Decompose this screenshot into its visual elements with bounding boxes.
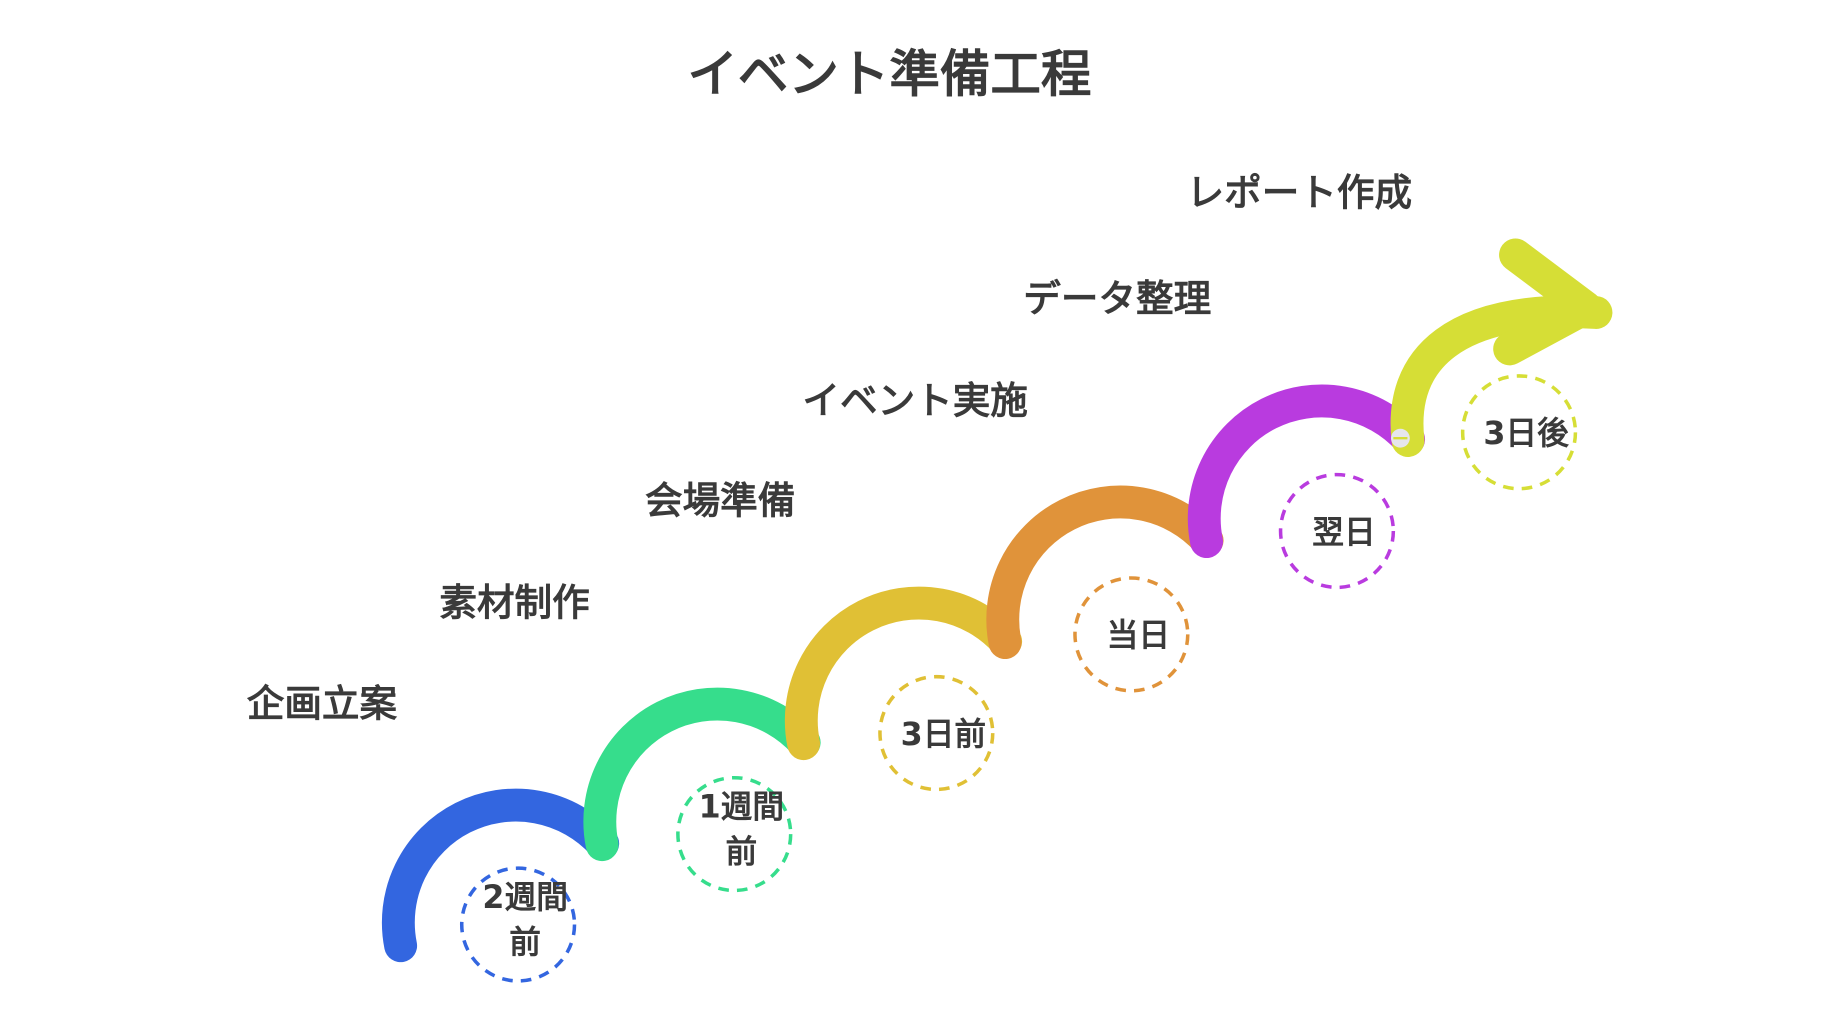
timing-label: 翌日 [1312, 515, 1375, 551]
step-6 [1390, 238, 1613, 491]
timing-circle [676, 775, 793, 893]
step-label: データ整理 [1023, 276, 1211, 320]
timing-circle [1278, 472, 1396, 590]
step-arc [381, 788, 620, 963]
arrow-head-icon [1493, 238, 1603, 366]
timing-label: 1週間 [699, 790, 784, 826]
timing-label: 3日前 [901, 717, 986, 753]
timing-circle [459, 866, 577, 983]
timing-circle [1460, 374, 1578, 491]
step-label: 素材制作 [439, 581, 589, 625]
timing-label: 2週間 [482, 880, 567, 916]
step-arc [583, 687, 821, 862]
timing-label: 前 [509, 925, 541, 961]
connector-dot-icon [1390, 428, 1410, 448]
step-arc [784, 586, 1023, 761]
step-3 [784, 586, 1023, 792]
step-label: 会場準備 [645, 478, 795, 522]
step-label: レポート作成 [1187, 171, 1412, 215]
diagram-title: イベント準備工程 [687, 45, 1091, 104]
step-arc [1187, 384, 1426, 559]
timing-label: 3日後 [1483, 416, 1569, 452]
timing-label: 当日 [1107, 618, 1170, 654]
step-4 [986, 485, 1224, 693]
step-label: イベント実施 [802, 379, 1027, 423]
timing-label: 前 [725, 834, 757, 870]
step-5 [1187, 384, 1426, 590]
timing-circle [1073, 576, 1190, 693]
timing-circle [878, 674, 995, 792]
step-label: 企画立案 [247, 682, 398, 726]
step-arc [986, 485, 1224, 660]
